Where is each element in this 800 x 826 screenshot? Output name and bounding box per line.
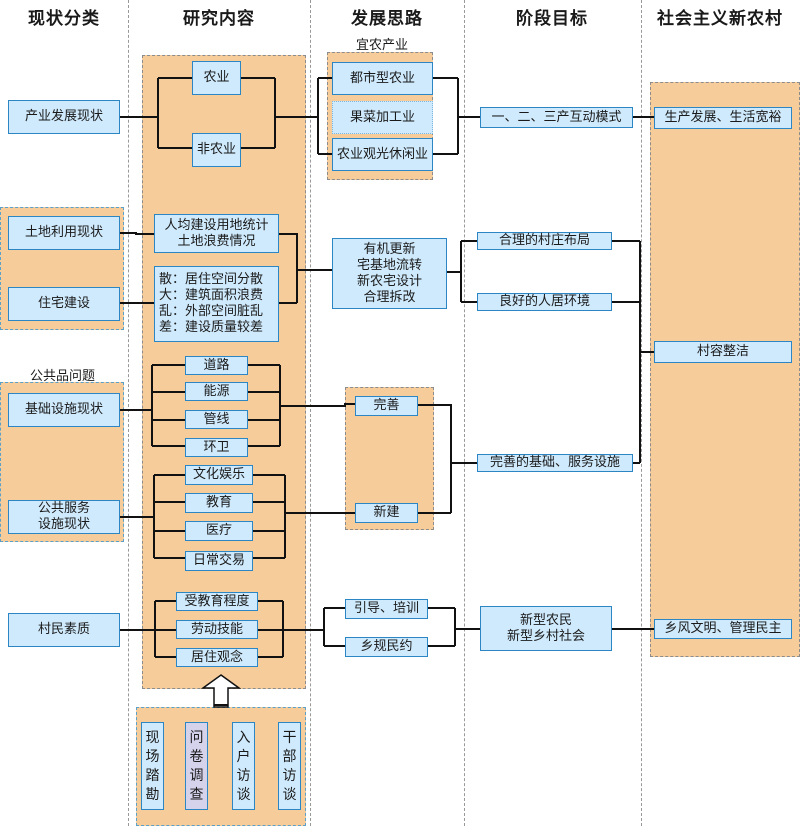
idea-housing-strategy[interactable]: 有机更新 宅基地流转 新农宅设计 合理拆改 [332, 238, 447, 309]
research-non-agriculture[interactable]: 非农业 [192, 133, 241, 167]
column-divider [641, 0, 642, 826]
idea-new-build[interactable]: 新建 [355, 503, 418, 523]
research-quality-item[interactable]: 居住观念 [176, 648, 258, 667]
research-housing-issues[interactable]: 散：居住空间分散 大：建筑面积浪费 乱：外部空间脏乱 差：建设质量较差 [154, 266, 279, 342]
new-village-panel [650, 82, 800, 657]
header-new-socialist-village: 社会主义新农村 [657, 9, 783, 29]
header-stage-goals: 阶段目标 [516, 9, 588, 29]
research-quality-item[interactable]: 劳动技能 [176, 620, 258, 639]
method-household-interview[interactable]: 入 户 访 谈 [232, 722, 255, 810]
idea-urban-agriculture[interactable]: 都市型农业 [332, 62, 433, 95]
new-village-clean[interactable]: 村容整洁 [654, 341, 792, 363]
research-infra-item[interactable]: 管线 [185, 410, 248, 429]
idea-improve[interactable]: 完善 [355, 396, 418, 416]
connector [119, 232, 333, 304]
header-research-content: 研究内容 [183, 9, 255, 29]
new-village-prosperity[interactable]: 生产发展、生活宽裕 [654, 107, 792, 129]
column-divider [128, 0, 129, 826]
connector [119, 600, 481, 658]
connector [446, 240, 478, 303]
goal-facilities[interactable]: 完善的基础、服务设施 [477, 454, 633, 472]
research-infra-item[interactable]: 能源 [185, 382, 248, 401]
goal-village-layout[interactable]: 合理的村庄布局 [477, 232, 612, 250]
status-villager-quality[interactable]: 村民素质 [8, 613, 120, 647]
research-service-item[interactable]: 医疗 [185, 521, 253, 541]
status-infrastructure[interactable]: 基础设施现状 [8, 393, 120, 427]
idea-fruit-veg-processing[interactable]: 果菜加工业 [332, 101, 433, 134]
research-infra-item[interactable]: 道路 [185, 356, 248, 375]
status-public-service[interactable]: 公共服务 设施现状 [8, 500, 120, 534]
research-service-item[interactable]: 教育 [185, 493, 253, 513]
idea-guide-train[interactable]: 引导、培训 [345, 599, 428, 619]
goal-living-environment[interactable]: 良好的人居环境 [477, 293, 612, 311]
method-site-survey[interactable]: 现 场 踏 勘 [141, 722, 164, 810]
research-land-stats[interactable]: 人均建设用地统计 土地浪费情况 [154, 214, 279, 253]
connector [432, 77, 481, 155]
method-questionnaire[interactable]: 问 卷 调 查 [185, 722, 208, 810]
public-goods-label: 公共品问题 [30, 369, 96, 384]
connector [119, 77, 333, 155]
goal-new-farmers[interactable]: 新型农民 新型乡村社会 [480, 606, 612, 651]
column-divider [464, 0, 465, 826]
idea-agri-tourism[interactable]: 农业观光休闲业 [332, 138, 433, 171]
header-status-category: 现状分类 [28, 9, 100, 29]
research-service-item[interactable]: 文化娱乐 [185, 465, 253, 485]
header-development-ideas: 发展思路 [351, 9, 423, 29]
up-arrow-icon [200, 674, 242, 708]
research-service-item[interactable]: 日常交易 [185, 551, 253, 571]
research-quality-item[interactable]: 受教育程度 [176, 592, 258, 611]
status-land-use[interactable]: 土地利用现状 [8, 216, 120, 250]
connector [418, 404, 478, 514]
connector [611, 240, 655, 464]
idea-village-rules[interactable]: 乡规民约 [345, 637, 428, 657]
agri-industry-label: 宜农产业 [356, 38, 409, 53]
goal-three-industries[interactable]: 一、二、三产互动模式 [480, 107, 633, 128]
research-infra-item[interactable]: 环卫 [185, 438, 248, 457]
status-housing[interactable]: 住宅建设 [8, 287, 120, 321]
research-agriculture[interactable]: 农业 [192, 61, 241, 95]
connector [119, 474, 355, 559]
connector [119, 364, 355, 447]
method-cadre-interview[interactable]: 干 部 访 谈 [278, 722, 301, 810]
new-village-civilization[interactable]: 乡风文明、管理民主 [654, 619, 792, 639]
column-divider [310, 0, 311, 826]
status-industry[interactable]: 产业发展现状 [8, 100, 120, 134]
